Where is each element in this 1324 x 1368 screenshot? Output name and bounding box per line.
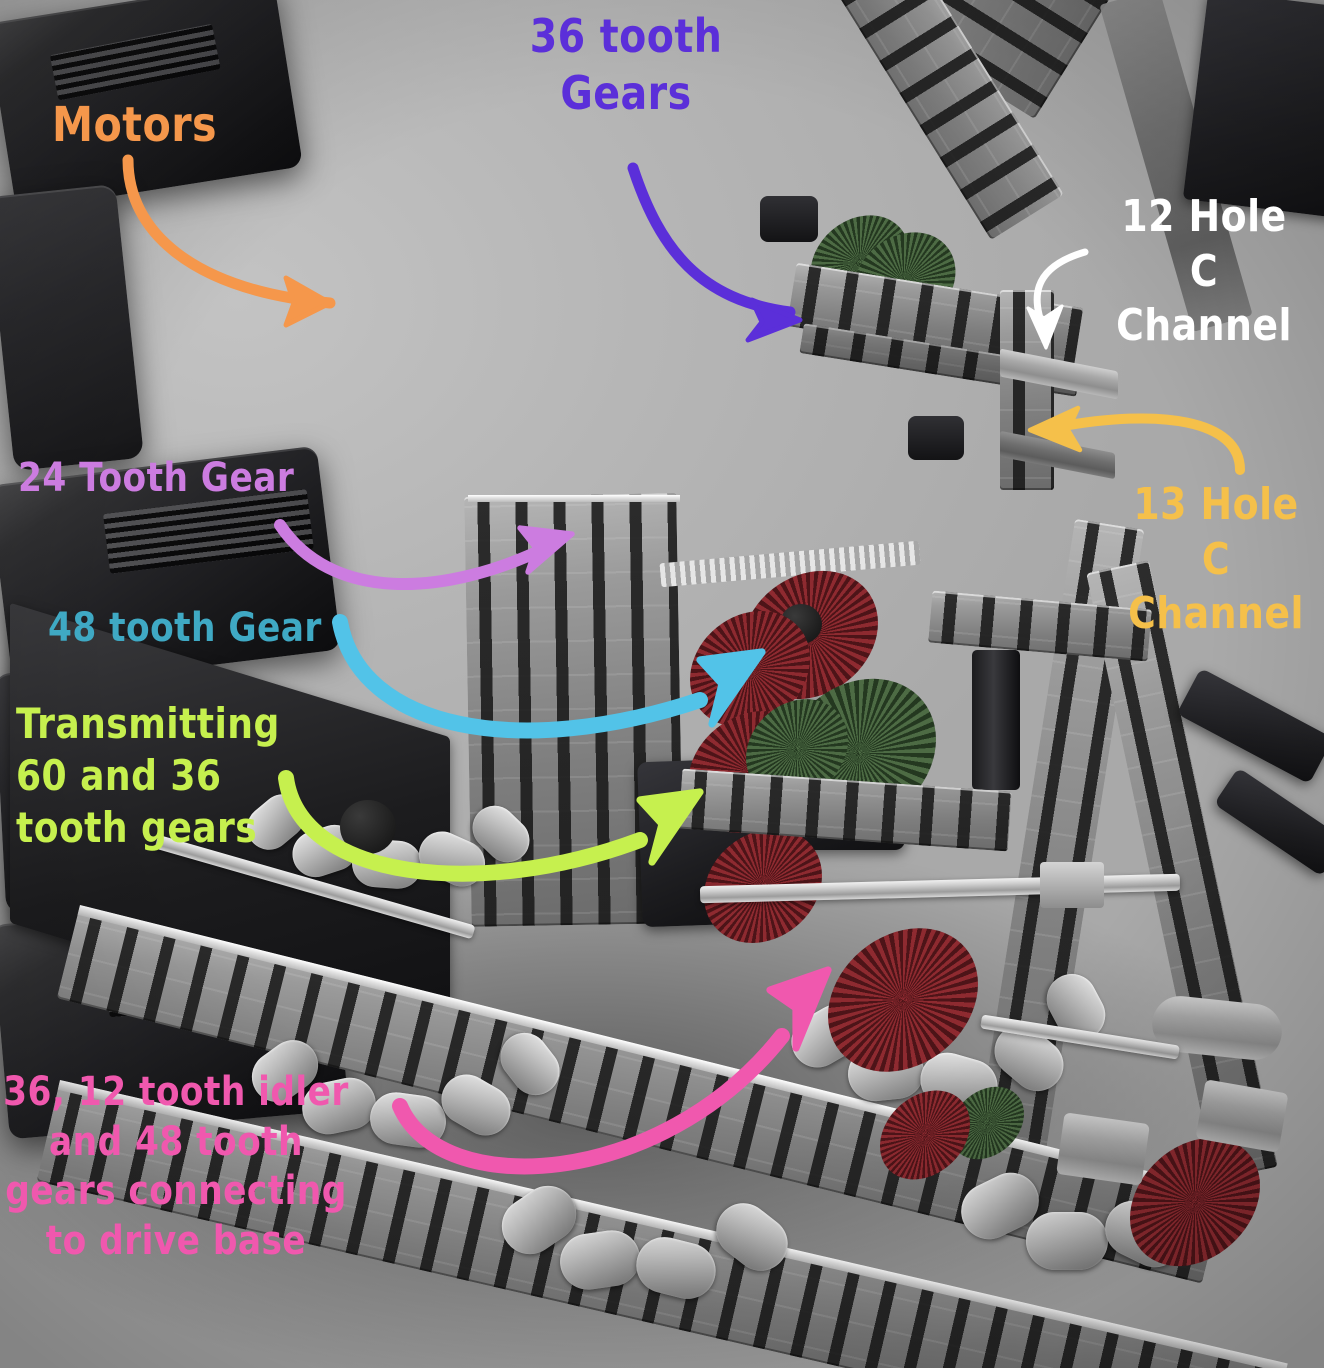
label-transmitting-gears: Transmitting 60 and 36 tooth gears (16, 699, 280, 853)
black-standoff (972, 650, 1020, 790)
label-thirteen-hole-c-channel: 13 Hole C Channel (1128, 479, 1304, 640)
label-twelve-hole-c-channel: 12 Hole C Channel (1116, 191, 1292, 352)
label-gears-36-tooth: 36 tooth Gears (529, 9, 723, 121)
label-motors: Motors (52, 97, 218, 153)
label-drive-base-gears: 36, 12 tooth idler and 48 tooth gears co… (3, 1069, 349, 1264)
label-twentyfour-tooth-gear: 24 Tooth Gear (18, 455, 295, 501)
motor-shaft-boss (760, 196, 818, 242)
left-motor-vents (49, 23, 221, 101)
axle-collar (1040, 862, 1104, 908)
tower-c-channel-lip (468, 495, 680, 502)
upper-right-dark-panel (1182, 0, 1324, 220)
label-fortyeight-tooth-gear: 48 tooth Gear (48, 605, 322, 651)
motor-shaft-boss-lower (908, 416, 964, 460)
bearing-block-right (1056, 1112, 1150, 1186)
